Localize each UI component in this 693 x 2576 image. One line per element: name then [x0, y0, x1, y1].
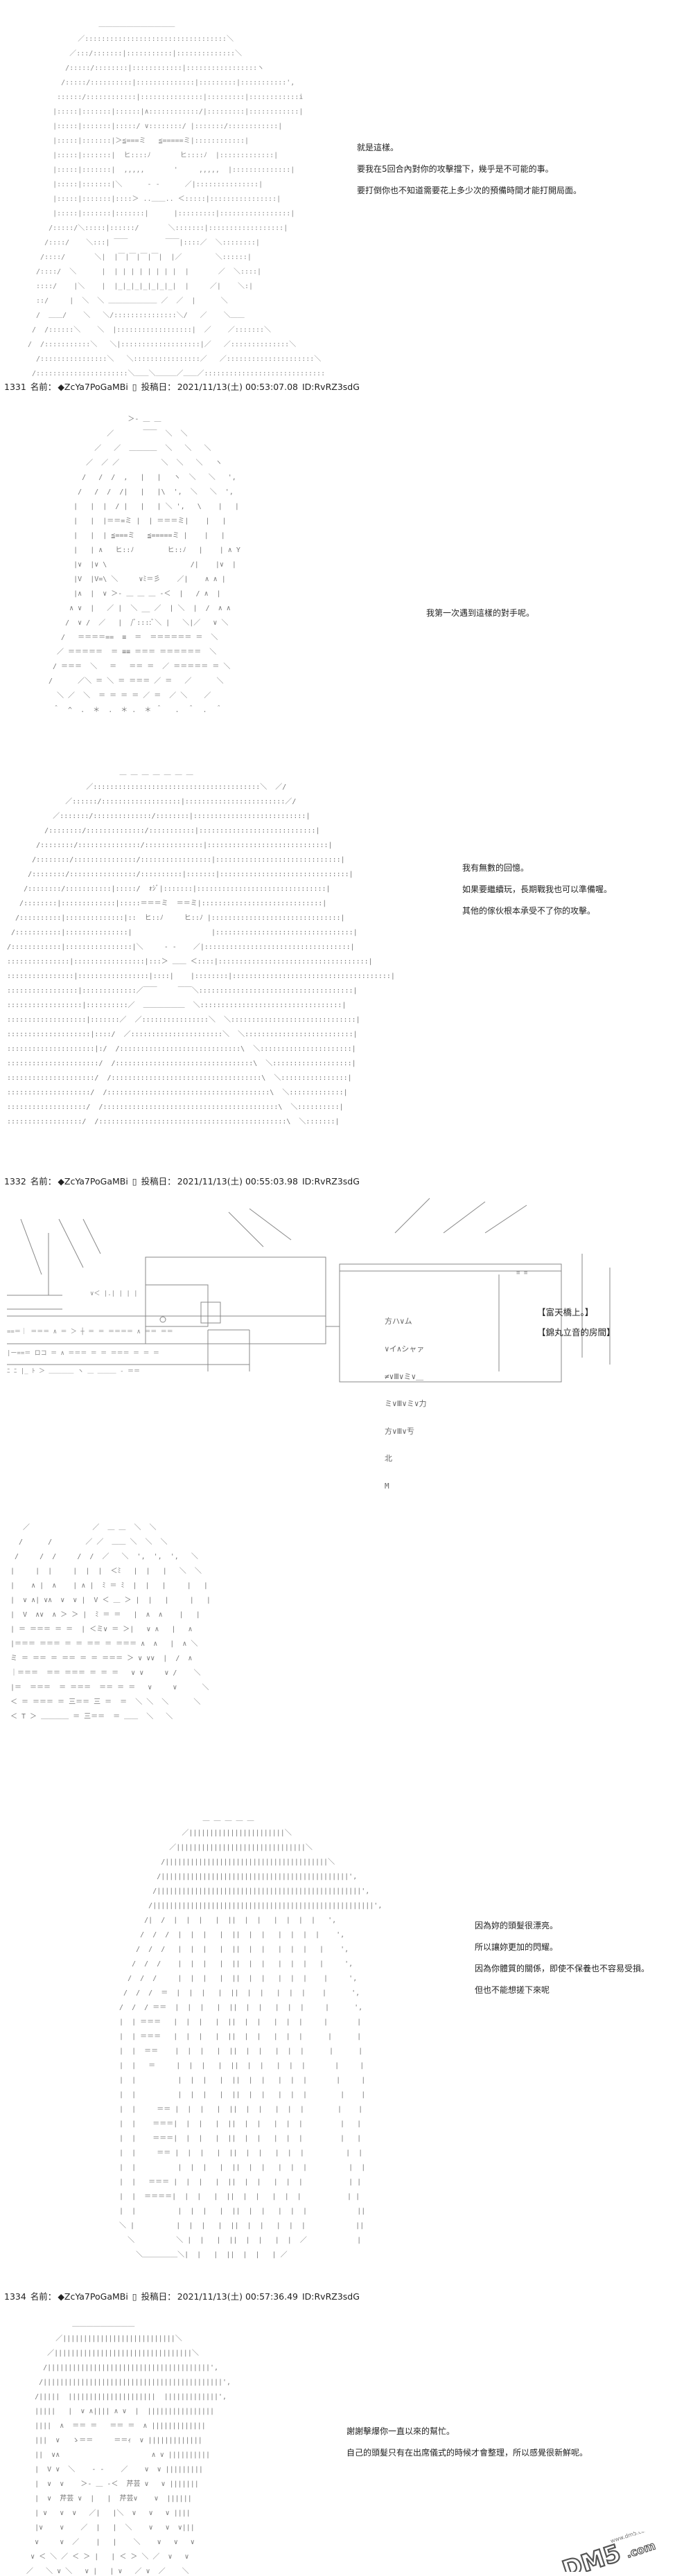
sign-board: 方ハ∨ム ∨イ∧シャァ ≠∨Ⅲ∨ミ∨＿ ミ∨Ⅲ∨ミ∨力 方∨Ⅲ∨亐 北 M — [385, 1317, 427, 1491]
panel-3: ＿ ＿ ＿ ＿ ＿ ＿ ＿ ／:::::::::::::::::::::::::… — [0, 762, 693, 1191]
dialogue-3: 我有無數的回憶。 如果要繼續玩，長期戰我也可以準備喔。 其他的傢伙根本承受不了你… — [462, 858, 612, 922]
panel-6: ＿ ＿ ＿ ＿ ＿ ／|||||||||||||||||||||||＼ ／|||… — [0, 1780, 693, 2307]
post-header-1332: 1332 名前：◆ZcYa7PoGaMBi ▯ 投稿日：2021/11/13(土… — [4, 1176, 360, 1187]
svg-text:ﾆ ﾆ |_ ﾄ ＞ ＿＿＿＿ ヽ ＿ ＿＿＿ ‐ ＝: ﾆ ﾆ |_ ﾄ ＞ ＿＿＿＿ ヽ ＿ ＿＿＿ ‐ ＝＝ — [7, 1368, 140, 1375]
post-header-1331: 1331 名前：◆ZcYa7PoGaMBi ▯ 投稿日：2021/11/13(土… — [4, 382, 360, 392]
panel-1: ＿＿＿＿＿＿＿＿＿＿＿ ／:::::::::::::::::::::::::::… — [0, 0, 693, 402]
dialogue-line: 因為妳的頭髮很漂亮。 — [475, 1921, 559, 1930]
scene-building: ==＝｜ ＝＝＝ ∧ ＝ ＞ ┼ ＝ ＝ ＝＝＝＝ ∧ ＝＝ ＝＝ |ー==＝ … — [7, 1198, 611, 1383]
ascii-art-opponent: ＞‐ ＿ ＿ ／ ￣￣ ＼ ＼ ／ ／ ＿＿＿＿ ＼ ＼ ＼ ／ ／ ／ ＼ ＼… — [49, 415, 240, 714]
dialogue-7: 謝謝擊爆你一直以來的幫忙。 自己的頭髮只有在出席儀式的時候才會整理，所以感覺很新… — [346, 2421, 588, 2464]
dm5-watermark-logo: DM5 .com www.dm5.com — [559, 2532, 658, 2572]
dialogue-line: 我有無數的回憶。 — [462, 863, 529, 873]
svg-text:∨＜ |.| | | |: ∨＜ |.| | | | — [90, 1290, 138, 1297]
svg-text:DM5: DM5 — [559, 2539, 624, 2572]
dialogue-line: 就是這樣。 — [357, 143, 399, 152]
panel-7: ＿＿＿＿＿＿＿＿＿ ／|||||||||||||||||||||||||||＼ … — [0, 2307, 693, 2576]
dialogue-6: 因為妳的頭髮很漂亮。 所以讓妳更加的閃耀。 因為你體質的關係，即使不保養也不容易… — [475, 1915, 649, 2001]
post-header-1334: 1334 名前：◆ZcYa7PoGaMBi ▯ 投稿日：2021/11/13(土… — [4, 2291, 360, 2302]
svg-text:.com: .com — [624, 2539, 657, 2560]
narration-line: 【錦丸立音的房間】 — [537, 1327, 615, 1338]
panel-4: ==＝｜ ＝＝＝ ∧ ＝ ＞ ┼ ＝ ＝ ＝＝＝＝ ∧ ＝＝ ＝＝ |ー==＝ … — [0, 1191, 693, 1496]
dialogue-line: 謝謝擊爆你一直以來的幫忙。 — [346, 2426, 455, 2436]
svg-text:≡ ≡: ≡ ≡ — [516, 1270, 528, 1277]
dialogue-line: 要打倒你也不知道需要花上多少次的預備時間才能打開局面。 — [357, 186, 582, 195]
dialogue-line: 其他的傢伙根本承受不了你的攻擊。 — [462, 906, 596, 916]
ascii-art-girl: ＿＿＿＿＿＿＿＿＿＿＿ ／:::::::::::::::::::::::::::… — [28, 20, 326, 377]
dialogue-line: 所以讓妳更加的閃耀。 — [475, 1942, 559, 1952]
ascii-art-hair-back: ＿ ＿ ＿ ＿ ＿ ／|||||||||||||||||||||||＼ ／|||… — [111, 1814, 383, 2259]
svg-text:|ー==＝ ロコ ＝ ∧ ＝＝＝ ＝ ＝ ＝＝＝ ＝: |ー==＝ ロコ ＝ ∧ ＝＝＝ ＝ ＝ ＝＝＝ ＝ ＝ ＝ — [7, 1350, 159, 1357]
ascii-art-hair-brushing: ／ ／ ＿ ＿ ＼ ＼ / / ／ ／ ＿＿ ＼ ＼ ＼ / / / / / ／… — [10, 1523, 211, 1721]
narration-line: 【富天橋上。】 — [537, 1307, 594, 1317]
svg-text:==＝｜ ＝＝＝ ∧ ＝ ＞ ┼ ＝ ＝ ＝＝＝＝ ∧: ==＝｜ ＝＝＝ ∧ ＝ ＞ ┼ ＝ ＝ ＝＝＝＝ ∧ ＝＝ ＝＝ — [7, 1327, 173, 1335]
dialogue-line: 但也不能想搓下來呢 — [475, 1985, 550, 1995]
narration-box: 【富天橋上。】 【錦丸立音的房間】 — [537, 1302, 615, 1342]
panel-2: ＞‐ ＿ ＿ ／ ￣￣ ＼ ＼ ／ ／ ＿＿＿＿ ＼ ＼ ＼ ／ ／ ／ ＼ ＼… — [0, 402, 693, 762]
dialogue-2: 我第一次遇到這樣的對手呢。 — [426, 603, 534, 624]
panel-5: ／ ／ ＿ ＿ ＼ ＼ / / ／ ／ ＿＿ ＼ ＼ ＼ / / / / / ／… — [0, 1496, 693, 1780]
dialogue-1: 就是這樣。 要我在5回合內對你的攻擊擋下，幾乎是不可能的事。 要打倒你也不知道需… — [357, 137, 581, 202]
dialogue-line: 如果要繼續玩，長期戰我也可以準備喔。 — [462, 885, 613, 894]
dialogue-line: 自己的頭髮只有在出席儀式的時候才會整理，所以感覺很新鮮呢。 — [346, 2448, 588, 2458]
dialogue-line: 因為你體質的關係，即使不保養也不容易受損。 — [475, 1964, 650, 1973]
dialogue-line: 要我在5回合內對你的攻擊擋下，幾乎是不可能的事。 — [357, 164, 554, 174]
dialogue-line: 我第一次遇到這樣的對手呢。 — [426, 608, 535, 618]
ascii-art-girl-smile: ＿＿＿＿＿＿＿＿＿ ／|||||||||||||||||||||||||||＼ … — [14, 2320, 231, 2575]
ascii-art-girl-hair: ＿ ＿ ＿ ＿ ＿ ＿ ＿ ／:::::::::::::::::::::::::… — [7, 768, 395, 1126]
